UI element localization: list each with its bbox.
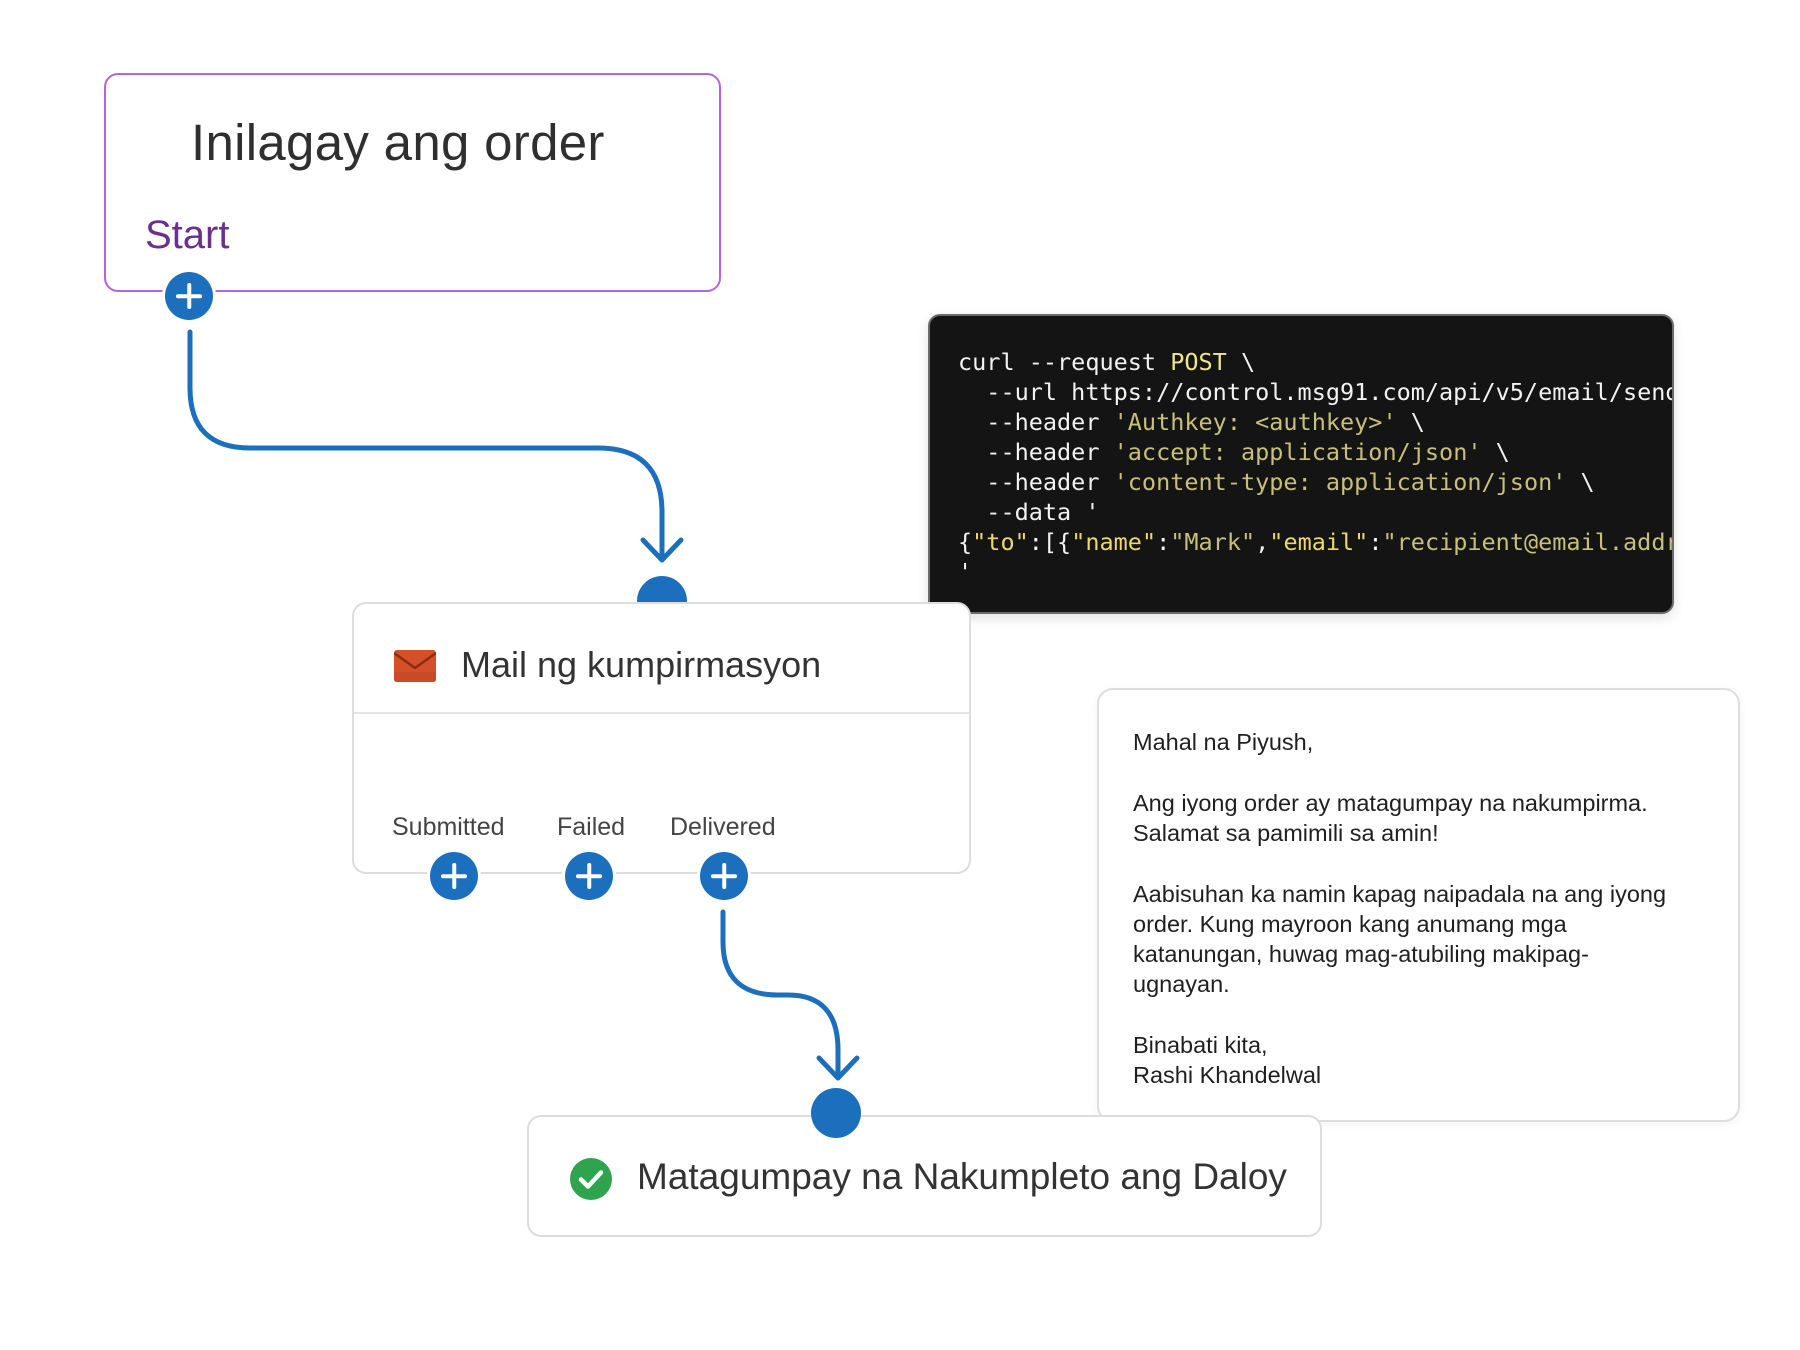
check-circle-icon xyxy=(570,1158,612,1200)
email-para2-line3: katanungan, huwag mag-atubiling makipag- xyxy=(1133,941,1589,967)
submitted-add-button[interactable] xyxy=(430,852,478,900)
output-label-failed: Failed xyxy=(557,813,626,841)
start-label: Start xyxy=(145,213,230,257)
final-node-title: Matagumpay na Nakumpleto ang Daloy xyxy=(637,1156,1287,1197)
email-para2-line1: Aabisuhan ka namin kapag naipadala na an… xyxy=(1133,881,1667,907)
email-para1-line2: Salamat sa pamimili sa amin! xyxy=(1133,820,1439,846)
mail-node-title: Mail ng kumpirmasyon xyxy=(461,644,822,685)
code-line: --url https://control.msg91.com/api/v5/e… xyxy=(958,378,1674,406)
email-para2-line4: ugnayan. xyxy=(1133,971,1230,997)
email-para2-line2: order. Kung mayroon kang anumang mga xyxy=(1133,911,1567,937)
code-text: curl --request POST \ --url https://cont… xyxy=(958,347,1674,587)
arrowhead-mail xyxy=(640,537,684,563)
code-snippet: curl --request POST \ --url https://cont… xyxy=(928,314,1674,614)
email-greeting: Mahal na Piyush, xyxy=(1133,729,1314,755)
connector-start-to-mail xyxy=(187,329,665,559)
delivered-add-button[interactable] xyxy=(700,852,748,900)
start-add-button[interactable] xyxy=(165,272,213,320)
final-node[interactable]: Matagumpay na Nakumpleto ang Daloy xyxy=(527,1115,1322,1237)
code-line: --header 'Authkey: <authkey>' \ xyxy=(958,408,1425,436)
code-line: {"to":[{"name":"Mark","email":"recipient… xyxy=(958,528,1672,556)
arrowhead-final xyxy=(816,1055,860,1081)
code-line: --data ' xyxy=(958,498,1100,526)
code-line: ' xyxy=(958,558,973,586)
mail-node-header: Mail ng kumpirmasyon xyxy=(354,604,969,714)
final-input-port[interactable] xyxy=(811,1088,861,1138)
trigger-node[interactable]: Inilagay ang order Start xyxy=(104,73,721,292)
envelope-icon xyxy=(394,650,436,682)
connector-delivered-to-final xyxy=(720,909,841,1077)
output-label-delivered: Delivered xyxy=(670,813,776,841)
output-label-submitted: Submitted xyxy=(392,813,505,841)
code-line: curl --request POST \ xyxy=(958,348,1256,376)
email-preview-card: Mahal na Piyush, Ang iyong order ay mata… xyxy=(1097,688,1740,1122)
mail-node[interactable]: Mail ng kumpirmasyon Submitted Failed De… xyxy=(352,602,971,874)
failed-add-button[interactable] xyxy=(565,852,613,900)
email-para1-line1: Ang iyong order ay matagumpay na nakumpi… xyxy=(1133,790,1648,816)
code-line: --header 'accept: application/json' \ xyxy=(958,438,1510,466)
code-line: --header 'content-type: application/json… xyxy=(958,468,1595,496)
email-closing: Binabati kita, xyxy=(1133,1032,1268,1058)
trigger-title: Inilagay ang order xyxy=(191,114,605,171)
email-signature: Rashi Khandelwal xyxy=(1133,1062,1322,1088)
